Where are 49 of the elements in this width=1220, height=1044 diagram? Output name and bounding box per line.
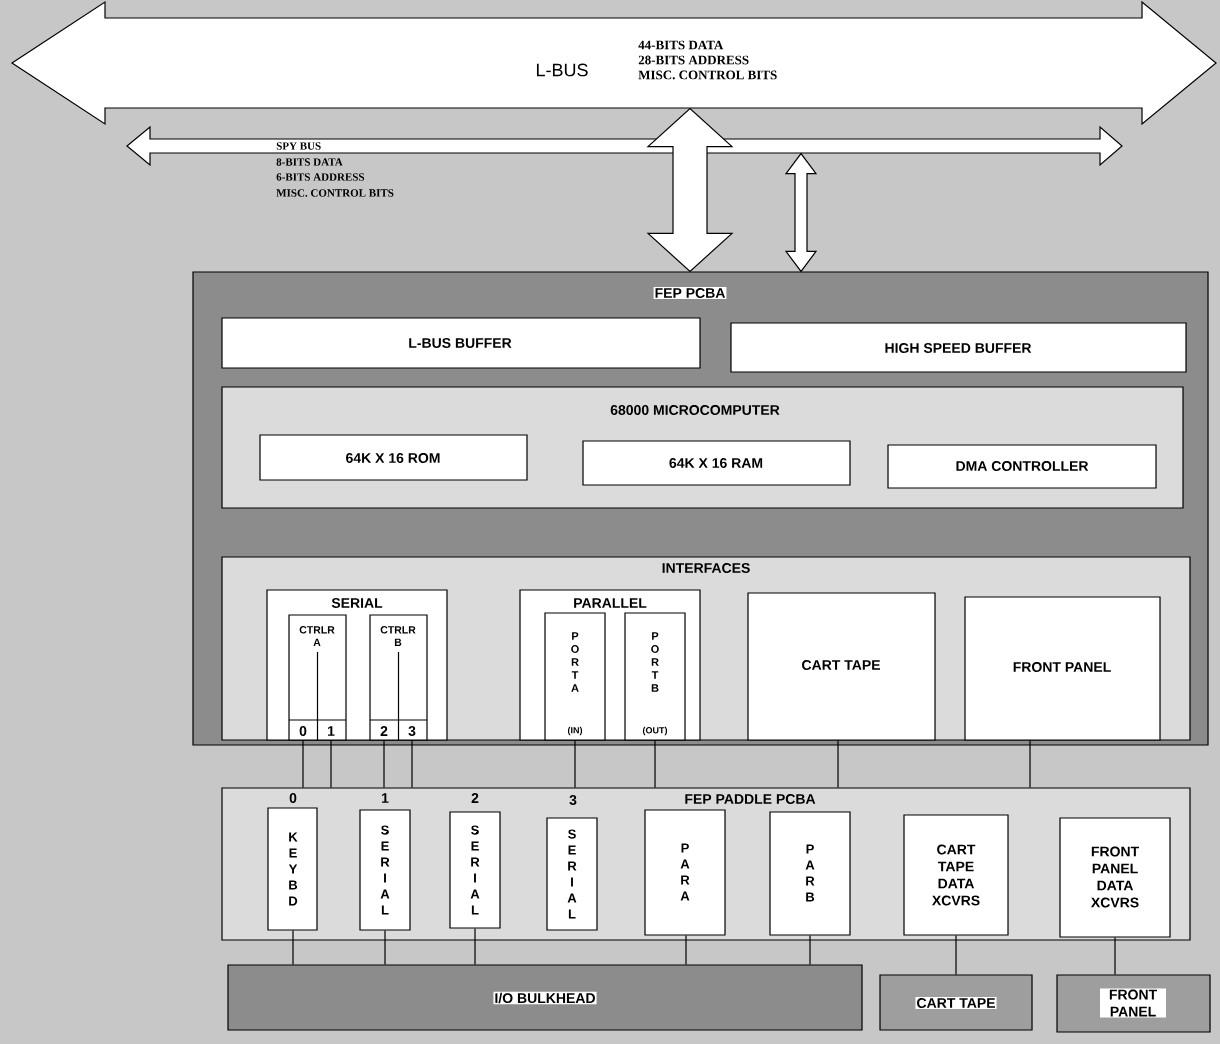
module-box: SERIAL	[546, 817, 598, 931]
connector-line	[955, 935, 957, 975]
connector-line	[292, 930, 294, 965]
module-box: FRONT PANEL DATA XCVRS	[1059, 817, 1171, 938]
port-number: 3	[569, 795, 577, 805]
connector-line	[411, 740, 413, 788]
module-box: SERIAL	[449, 811, 501, 929]
connector-line	[574, 740, 576, 788]
interface-box: CART TAPE	[747, 592, 936, 741]
interface-box: FRONT PANEL	[964, 596, 1161, 741]
connector-line	[330, 740, 332, 788]
double-arrow	[646, 107, 734, 273]
port-box: PORT A (IN)	[544, 612, 606, 741]
port-number: 1	[382, 793, 389, 803]
connector-line	[474, 928, 476, 965]
connector-line	[384, 930, 386, 965]
module-box: CART TAPE DATA XCVRS	[903, 814, 1009, 936]
bulkhead-box: I/O BULKHEAD	[227, 964, 863, 1031]
module-box: KEYBD	[267, 807, 318, 931]
port-number: 0	[289, 793, 297, 803]
module-box: PAR A	[644, 809, 726, 936]
double-arrow	[784, 152, 818, 273]
connector-line	[1029, 740, 1031, 788]
buffer-box: HIGH SPEED BUFFER	[730, 322, 1187, 373]
memory-box: 64K X 16 RAM	[582, 440, 851, 486]
bus-width-label: 8-BITS DATA	[276, 158, 343, 166]
bus-width-label: MISC. CONTROL BITS	[276, 189, 394, 197]
controller-box: CTRLR B 2 3	[369, 614, 428, 741]
port-number: 2	[471, 793, 479, 803]
connector-box: CART TAPE	[879, 974, 1033, 1031]
connector-line	[837, 740, 839, 788]
controller-box: DMA CONTROLLER	[887, 444, 1157, 489]
connector-line	[383, 740, 385, 788]
connector-box: FRONT PANEL	[1056, 974, 1211, 1033]
bus-width-label: 44-BITS DATA	[638, 40, 724, 50]
connector-line	[654, 740, 656, 788]
connector-line	[685, 935, 687, 965]
bus-width-label: 6-BITS ADDRESS	[276, 173, 365, 181]
controller-box: CTRLR A 0 1	[288, 614, 347, 741]
buffer-box: L-BUS BUFFER	[221, 317, 701, 369]
connector-line	[302, 740, 304, 788]
bus-width-label: 28-BITS ADDRESS	[638, 55, 749, 65]
module-box: SERIAL	[359, 809, 411, 931]
connector-line	[809, 935, 811, 965]
bus-width-label: MISC. CONTROL BITS	[638, 70, 777, 80]
module-box: PAR B	[769, 811, 851, 936]
connector-line	[1114, 937, 1116, 975]
port-box: PORT B (OUT)	[624, 612, 686, 741]
memory-box: 64K X 16 ROM	[259, 434, 528, 481]
